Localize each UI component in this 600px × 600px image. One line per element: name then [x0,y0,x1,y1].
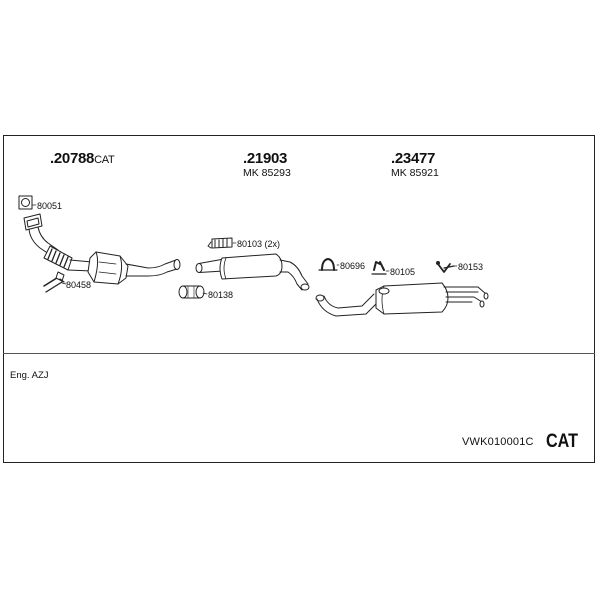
pipe-clamp-icon [178,285,205,299]
part-number-rear-silencer: .23477 [391,150,436,167]
part-number-center-silencer: .21903 [243,150,288,167]
accessory-label-80696: 80696 [340,261,366,271]
center-silencer-drawing [195,253,310,291]
rear-silencer-drawing [315,282,489,317]
accessory-label-80051: 80051 [37,201,63,211]
bolt-icon [43,271,65,293]
accessory-label-80138: 80138 [208,290,234,300]
section-divider [3,353,595,354]
pipe-gasket-icon [18,195,33,210]
part-suffix: CAT [94,154,115,166]
accessory-label-80103: 80103 (2x) [237,239,281,249]
diagram-frame [3,135,595,463]
accessory-label-80153: 80153 [458,262,484,272]
mk-number-center-silencer: MK 85293 [243,167,291,179]
catalyst-badge: CAT [546,431,578,452]
accessory-label-80105: 80105 [390,267,416,277]
hanger-bracket-icon [436,261,455,273]
rubber-hanger-icon [371,261,387,275]
mk-number-rear-silencer: MK 85921 [391,167,439,179]
catalytic-converter-drawing [23,213,181,285]
kit-code: VWK010001C [462,436,534,448]
part-number-catalyst: .20788CAT [50,150,115,167]
engine-code: Eng. AZJ [10,370,49,381]
rubber-ring-icon [318,258,338,271]
mounting-bracket-icon [207,237,233,249]
accessory-label-80458: 80458 [66,280,92,290]
